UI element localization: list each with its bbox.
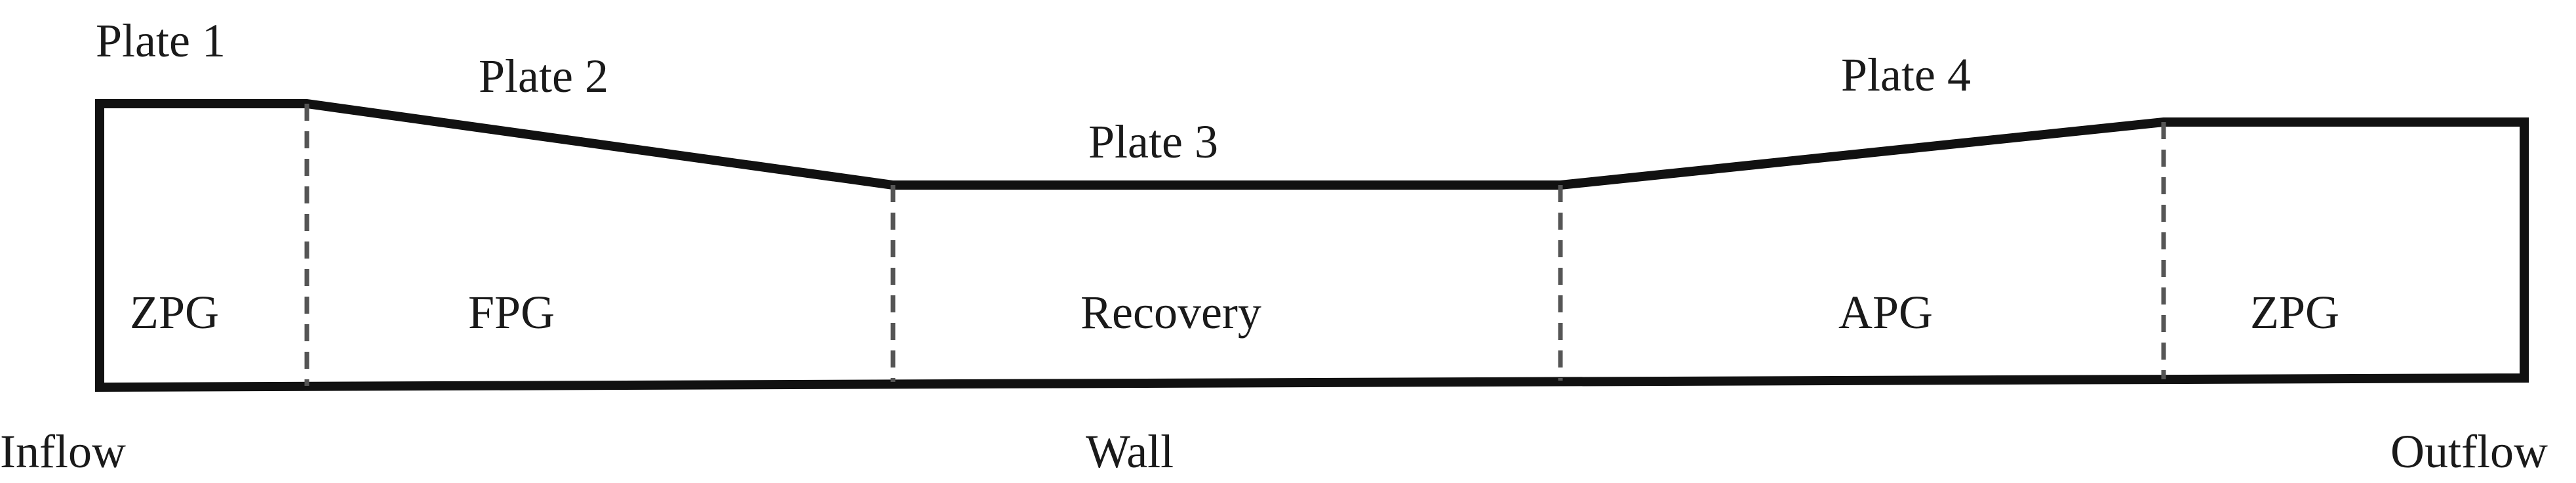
plate-4-label: Plate 4: [1841, 49, 1971, 101]
plate-2-label: Plate 2: [479, 50, 608, 102]
plate-3-label: Plate 3: [1088, 116, 1218, 168]
region-fpg-label: FPG: [468, 286, 555, 339]
region-zpg-outlet-label: ZPG: [2250, 286, 2339, 339]
region-apg-label: APG: [1838, 286, 1933, 339]
inflow-label: Inflow: [0, 425, 126, 478]
region-zpg-inlet-label: ZPG: [130, 286, 219, 339]
plate-1-label: Plate 1: [96, 14, 226, 67]
domain-outline: [95, 99, 2529, 392]
region-recovery-label: Recovery: [1080, 286, 1261, 339]
outflow-label: Outflow: [2390, 425, 2548, 478]
wall-label: Wall: [1086, 425, 1174, 478]
